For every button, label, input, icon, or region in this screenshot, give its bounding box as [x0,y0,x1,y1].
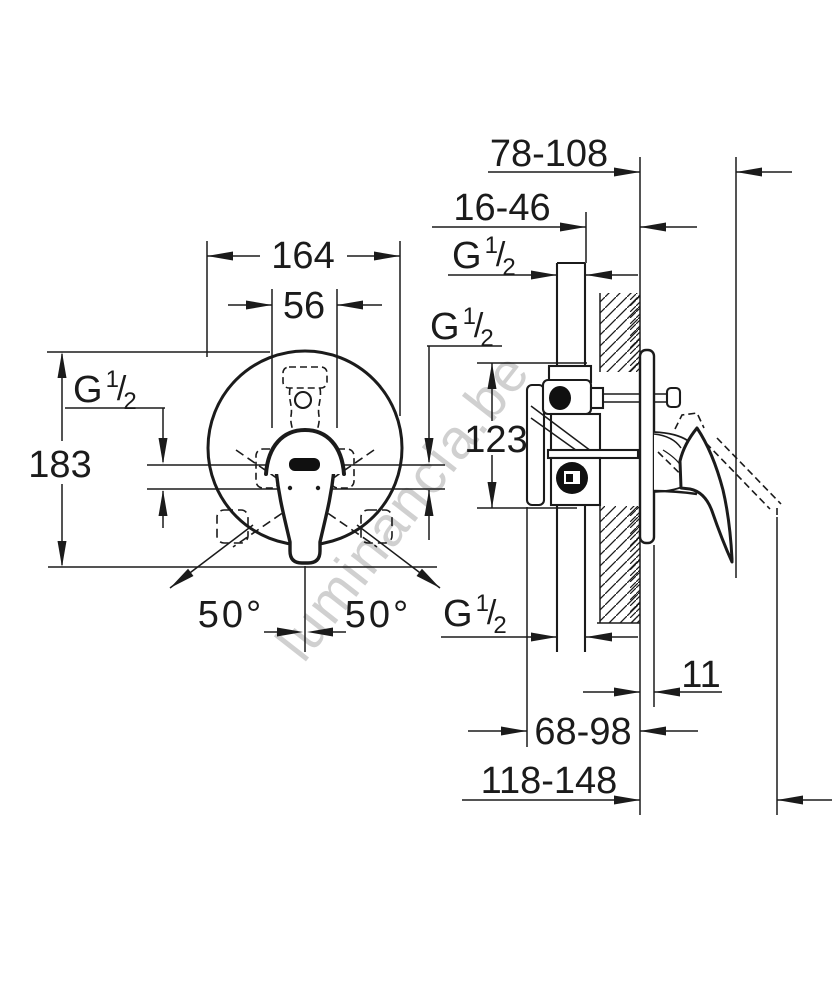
lever-mouth-opening [289,458,320,471]
valve-mid-body [549,412,602,453]
dim-escutcheon-diameter: 164 [271,235,334,277]
inlet-port-detail [566,474,573,482]
dim-concealed-depth: 16-46 [453,187,550,229]
dim-body-to-wall: 68-98 [534,711,631,753]
cross-bar [546,448,640,460]
dim-projection: 78-108 [490,133,608,175]
bracket-side-left-dashed [288,387,294,432]
lever-side-profile [678,426,734,564]
front-view [147,349,445,652]
dim-max-projection: 118-148 [481,760,618,802]
lever-body [274,468,336,565]
lever-dot-right [315,485,321,491]
lever-knob [264,427,346,476]
raised-knob-dashed [674,412,705,430]
side-view [525,157,782,815]
escutcheon-plate-side [638,348,656,545]
handle-position-left-dashed [216,509,249,544]
dim-overall-height: 183 [28,444,91,486]
dim-escutcheon-offset: 11 [681,654,720,696]
brace-line [530,405,600,458]
bracket-screw-hole [293,390,313,410]
dim-swing-left: 50° [198,594,264,636]
wall-hatch-lower-edge [630,506,640,623]
hub-ear-left-dashed [255,448,280,489]
hub-curve [653,433,682,449]
handle-position-right-dashed [360,509,393,544]
handle-screw-knob [665,386,682,409]
dim-swing-right: 50° [345,594,411,636]
raised-lever-dashed [705,442,771,510]
valve-seal-section [549,386,571,410]
mounting-flange [525,383,546,507]
cartridge-stem-base [589,386,605,410]
dim-hub-width: 56 [283,285,325,327]
wall-hatch-upper-edge [630,293,640,372]
hub-bottom-curve [653,489,698,496]
dim-port-span: 123 [464,419,527,461]
bracket-side-right-dashed [316,387,322,432]
mounting-bracket-dashed [282,366,328,389]
lever-dot-left [287,485,293,491]
raised-lever-dashed [716,437,782,505]
